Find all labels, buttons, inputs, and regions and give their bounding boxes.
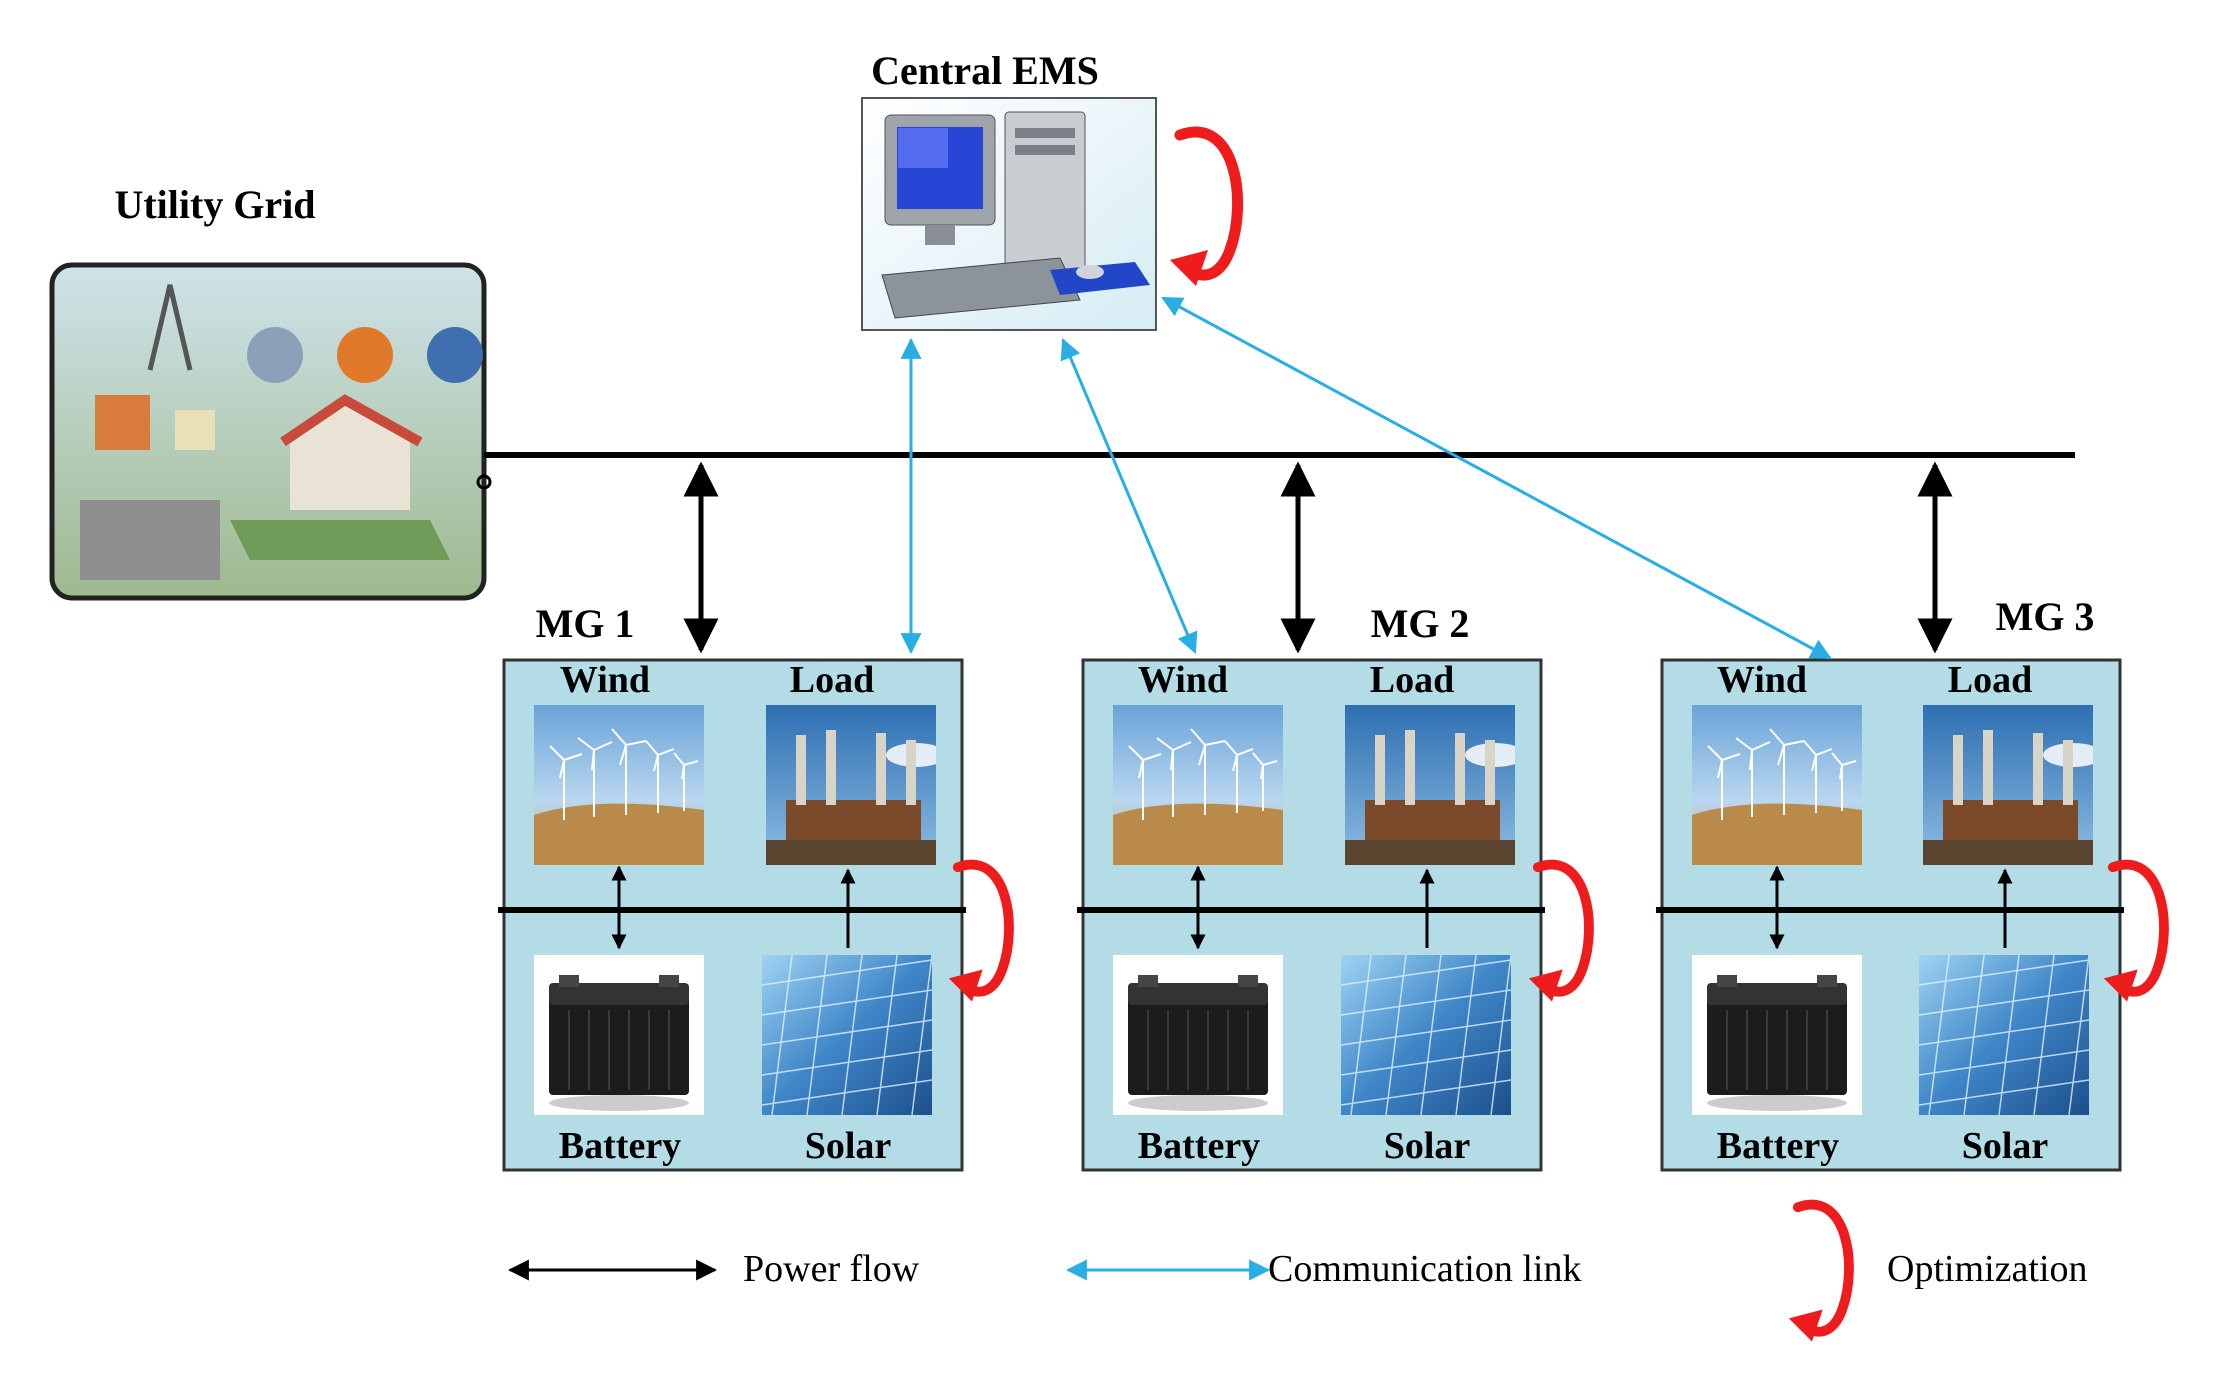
legend-communication-label: Communication link bbox=[1268, 1248, 1581, 1290]
legend-power-flow-label: Power flow bbox=[743, 1248, 920, 1290]
battery-label: Battery bbox=[1717, 1125, 1839, 1167]
solar-image bbox=[1919, 955, 2089, 1115]
load-image bbox=[766, 705, 936, 865]
microgrid-1: MG 1 Wind Load Battery Solar bbox=[498, 601, 1009, 1172]
mg-name: MG 1 bbox=[536, 601, 635, 646]
wind-image bbox=[1113, 705, 1283, 865]
wind-label: Wind bbox=[1717, 659, 1807, 701]
load-image bbox=[1923, 705, 2093, 865]
load-image bbox=[1345, 705, 1515, 865]
battery-label: Battery bbox=[559, 1125, 681, 1167]
mg-name: MG 2 bbox=[1371, 601, 1470, 646]
battery-image bbox=[534, 955, 704, 1115]
wind-label: Wind bbox=[560, 659, 650, 701]
battery-image bbox=[1692, 955, 1862, 1115]
legend-optimization-label: Optimization bbox=[1887, 1248, 2088, 1290]
solar-label: Solar bbox=[1962, 1125, 2049, 1167]
utility-grid-illustration bbox=[49, 262, 487, 601]
microgrid-2: MG 2 Wind Load Battery Solar bbox=[1077, 601, 1589, 1172]
utility-grid-label: Utility Grid bbox=[114, 182, 315, 227]
comm-link-mg2 bbox=[1060, 338, 1198, 654]
wind-label: Wind bbox=[1138, 659, 1228, 701]
battery-label: Battery bbox=[1138, 1125, 1260, 1167]
load-label: Load bbox=[790, 659, 874, 701]
central-ems-label: Central EMS bbox=[871, 48, 1099, 93]
central-ems-computer-icon bbox=[861, 97, 1157, 331]
ems-optimization-loop-icon bbox=[1170, 132, 1238, 286]
wind-image bbox=[534, 705, 704, 865]
legend-optimization-icon bbox=[1789, 1205, 1849, 1342]
load-label: Load bbox=[1370, 659, 1454, 701]
microgrid-3: MG 3 Wind Load Battery Solar bbox=[1656, 594, 2164, 1172]
solar-image bbox=[1341, 955, 1511, 1115]
load-label: Load bbox=[1948, 659, 2032, 701]
battery-image bbox=[1113, 955, 1283, 1115]
wind-image bbox=[1692, 705, 1862, 865]
solar-label: Solar bbox=[1384, 1125, 1471, 1167]
mg-name: MG 3 bbox=[1996, 594, 2095, 639]
legend: Power flow Communication link Optimizati… bbox=[507, 1205, 2088, 1342]
solar-label: Solar bbox=[805, 1125, 892, 1167]
communication-links bbox=[900, 296, 1832, 660]
comm-link-mg3 bbox=[1161, 296, 1832, 660]
power-flow-arrows bbox=[683, 461, 1953, 654]
solar-image bbox=[762, 955, 932, 1115]
